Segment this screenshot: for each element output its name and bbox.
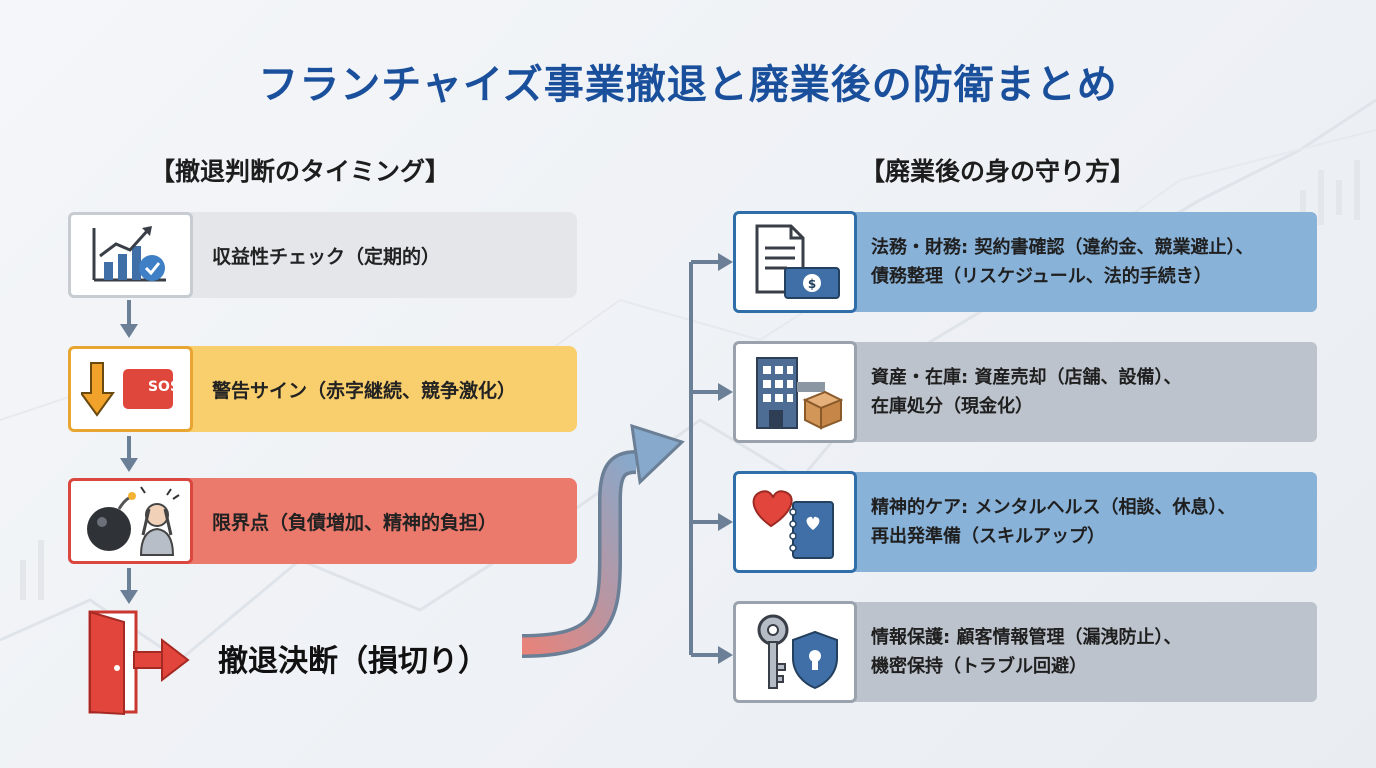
main-title: フランチャイズ事業撤退と廃業後の防衛まとめ [258, 62, 1118, 108]
key-shield-icon [733, 601, 857, 703]
building-box-icon [733, 341, 857, 443]
step-label: 収益性チェック（定期的） [212, 245, 441, 268]
exit-door-icon [82, 606, 192, 720]
card-info-protection: 情報保護: 顧客情報管理（漏洩防止）、 機密保持（トラブル回避） [800, 602, 1317, 702]
card-legal-finance: 法務・財務: 契約書確認（違約金、競業避止）、 債務整理（リスケジュール、法的手… [800, 212, 1317, 312]
left-section-title: 【撤退判断のタイミング】 [150, 157, 451, 186]
sos-badge-text: SOS [147, 379, 181, 395]
card-line2: 再出発準備（スキルアップ） [871, 526, 1105, 547]
card-line2: 債務整理（リスケジュール、法的手続き） [871, 266, 1212, 287]
document-money-icon: $ [733, 211, 857, 313]
step-limit-point: 限界点（負債増加、精神的負担） [150, 478, 577, 564]
card-line1: 資産・在庫: 資産売却（店舗、設備）、 [871, 367, 1182, 388]
card-line2: 機密保持（トラブル回避） [871, 656, 1087, 677]
card-mental-care: 精神的ケア: メンタルヘルス（相談、休息）、 再出発準備（スキルアップ） [800, 472, 1317, 572]
card-assets-inventory: 資産・在庫: 資産売却（店舗、設備）、 在庫処分（現金化） [800, 342, 1317, 442]
exit-decision-label: 撤退決断（損切り） [218, 644, 488, 679]
card-line1: 精神的ケア: メンタルヘルス（相談、休息）、 [871, 497, 1236, 518]
bomb-stress-icon [68, 478, 193, 564]
card-line2: 在庫処分（現金化） [871, 396, 1033, 417]
chart-check-icon [68, 212, 193, 298]
step-warning-signs: 警告サイン（赤字継続、競争激化） [150, 346, 577, 432]
card-line1: 法務・財務: 契約書確認（違約金、競業避止）、 [871, 237, 1254, 258]
step-label: 限界点（負債増加、精神的負担） [212, 511, 498, 534]
right-section-title: 【廃業後の身の守り方】 [860, 157, 1136, 186]
svg-text:$: $ [808, 277, 816, 291]
step-profitability-check: 収益性チェック（定期的） [150, 212, 577, 298]
card-line1: 情報保護: 顧客情報管理（漏洩防止）、 [871, 627, 1182, 648]
step-label: 警告サイン（赤字継続、競争激化） [212, 379, 517, 402]
down-arrow-sos-icon: SOS [68, 346, 193, 432]
heart-notebook-icon [733, 471, 857, 573]
